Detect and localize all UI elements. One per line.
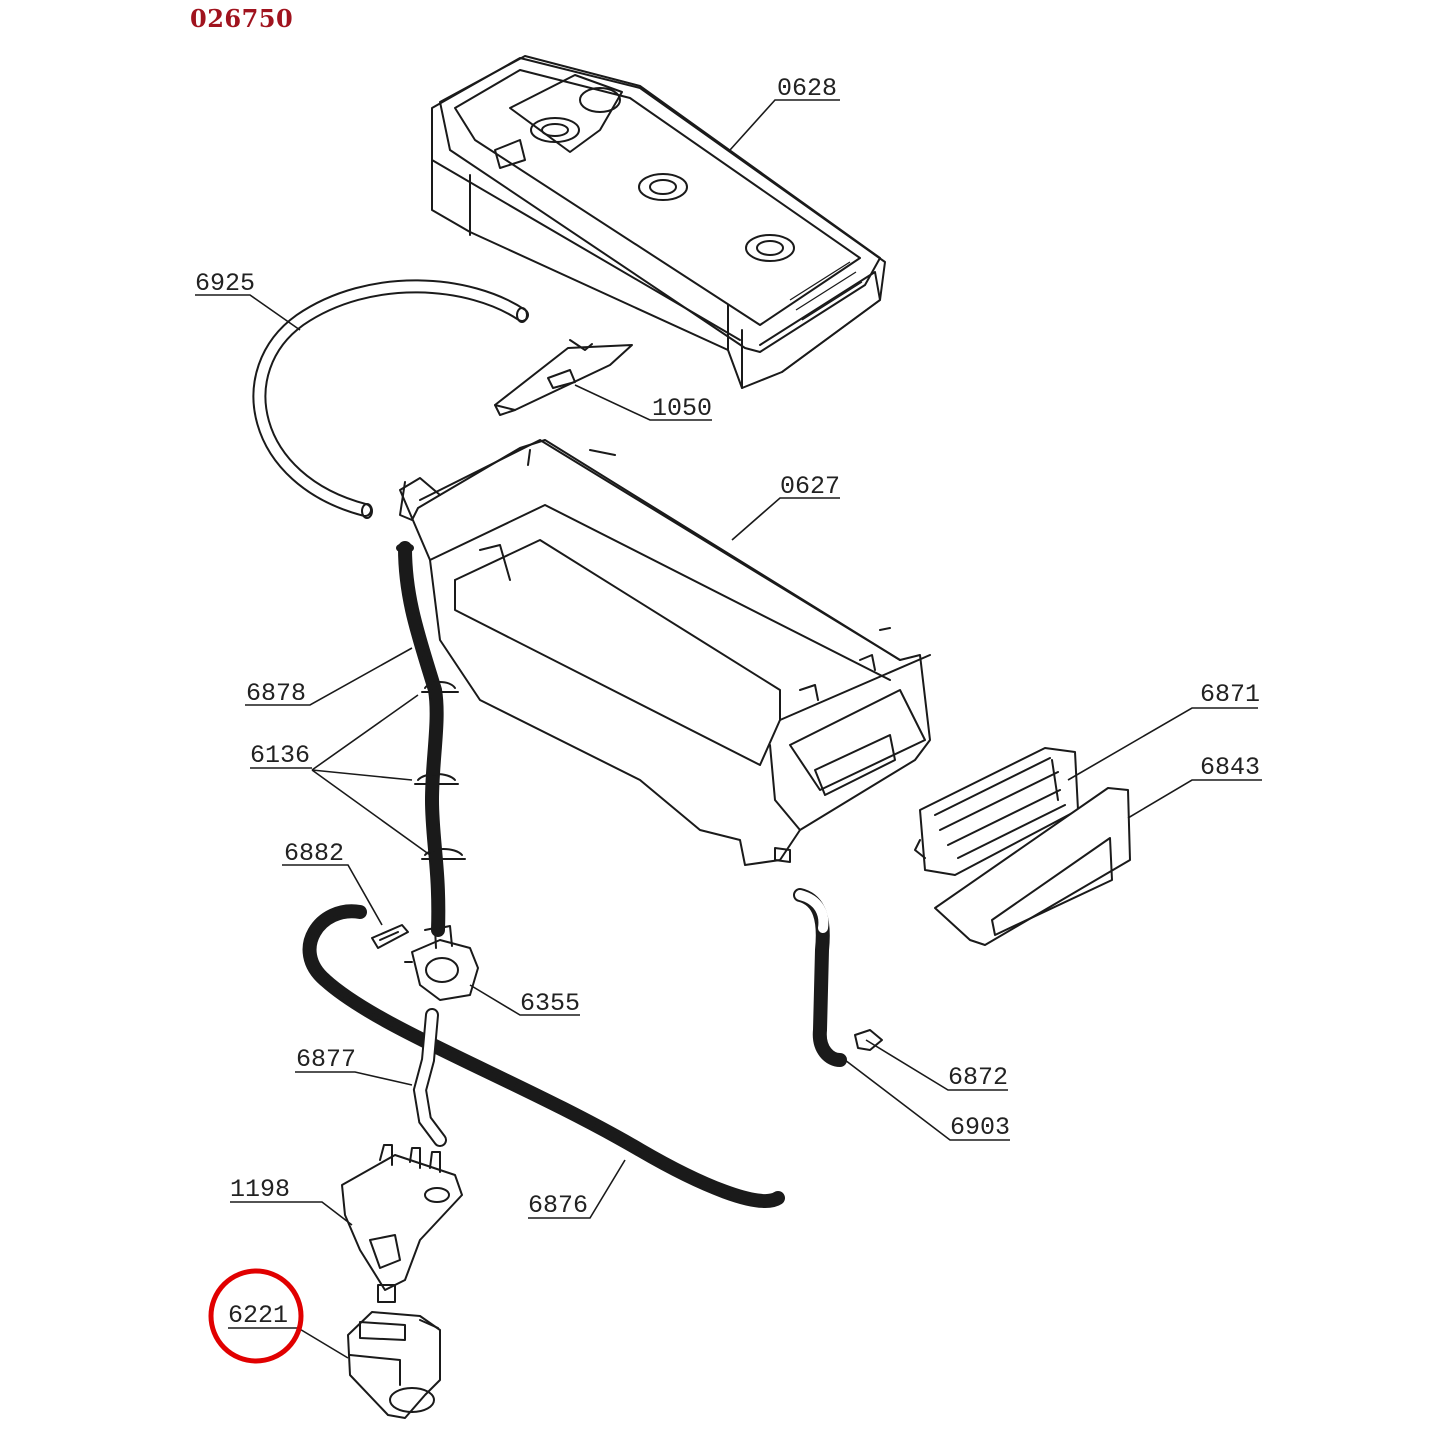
part-6221-pressure-switch[interactable]: [347, 1311, 441, 1419]
part-0627-drawer-housing[interactable]: [399, 439, 931, 866]
part-6925-curved-hose[interactable]: [252, 279, 529, 519]
part-6843-drawer-panel[interactable]: [934, 787, 1131, 946]
part-6355-inlet-valve[interactable]: [404, 925, 479, 1001]
label-6872[interactable]: 6872: [948, 1063, 1008, 1092]
part-1050-siphon-lever[interactable]: [494, 339, 633, 416]
label-6878[interactable]: 6878: [246, 679, 306, 708]
label-6871[interactable]: 6871: [1200, 680, 1260, 709]
leader-lines: [195, 99, 1262, 1359]
label-0627[interactable]: 0627: [780, 472, 840, 501]
label-1198[interactable]: 1198: [230, 1175, 290, 1204]
label-6355[interactable]: 6355: [520, 989, 580, 1018]
label-6882[interactable]: 6882: [284, 839, 344, 868]
part-0628-drawer-cover[interactable]: [431, 55, 886, 389]
label-6876[interactable]: 6876: [528, 1191, 588, 1220]
label-6843[interactable]: 6843: [1200, 753, 1260, 782]
part-labels: 0628 6925 1050 0627 6878 6136 6871 6843 …: [195, 74, 1260, 1330]
part-6877-short-hose[interactable]: [412, 1008, 447, 1147]
label-0628[interactable]: 0628: [777, 74, 837, 103]
highlight-circle: [208, 1268, 304, 1364]
label-6903[interactable]: 6903: [950, 1113, 1010, 1142]
diagram-code: 026750: [190, 4, 294, 33]
part-6871-drawer-handle[interactable]: [914, 747, 1079, 876]
part-6876-drain-hose[interactable]: [302, 904, 785, 1209]
part-6882-clip[interactable]: [371, 924, 409, 949]
label-6877[interactable]: 6877: [296, 1045, 356, 1074]
label-6221[interactable]: 6221: [228, 1301, 288, 1330]
label-1050[interactable]: 1050: [652, 394, 712, 423]
label-6136[interactable]: 6136: [250, 741, 310, 770]
part-6903-elbow-hose[interactable]: [793, 888, 847, 1067]
part-1198-bracket[interactable]: [341, 1144, 463, 1303]
part-6136-hose-clamps[interactable]: [414, 681, 466, 860]
label-6925[interactable]: 6925: [195, 269, 255, 298]
part-6878-corrugated-hose[interactable]: [396, 541, 446, 937]
